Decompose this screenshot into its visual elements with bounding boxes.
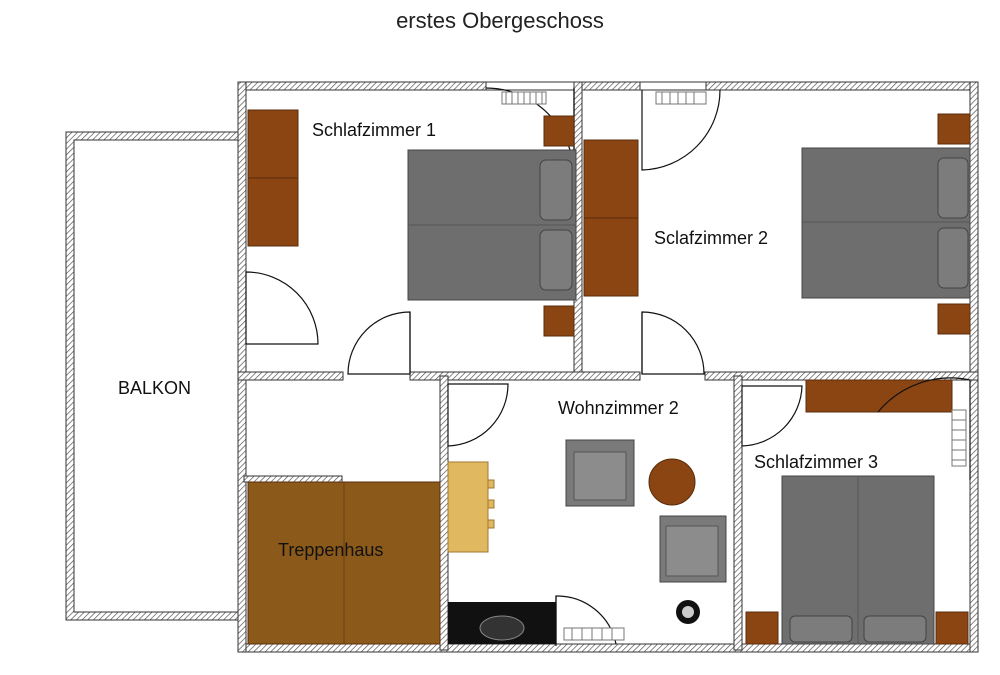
living-room-2: Wohnzimmer 2	[447, 383, 727, 646]
stairwell: Treppenhaus	[247, 481, 441, 645]
bedroom-3: Schlafzimmer 3	[741, 377, 971, 645]
room-label-bedroom-2: Sclafzimmer 2	[654, 228, 768, 248]
room-label-bedroom-1: Schlafzimmer 1	[312, 120, 436, 140]
bedroom-1: Schlafzimmer 1	[245, 81, 577, 375]
floor-plan-title: erstes Obergeschoss	[396, 8, 604, 33]
balcony	[65, 131, 241, 621]
room-label-bedroom-3: Schlafzimmer 3	[754, 452, 878, 472]
room-label-stairs: Treppenhaus	[278, 540, 383, 560]
room-label-living: Wohnzimmer 2	[558, 398, 679, 418]
interior-walls	[237, 81, 979, 651]
outer-walls	[237, 81, 979, 653]
room-label-balcony: BALKON	[118, 378, 191, 398]
bedroom-2: Sclafzimmer 2	[583, 81, 971, 375]
